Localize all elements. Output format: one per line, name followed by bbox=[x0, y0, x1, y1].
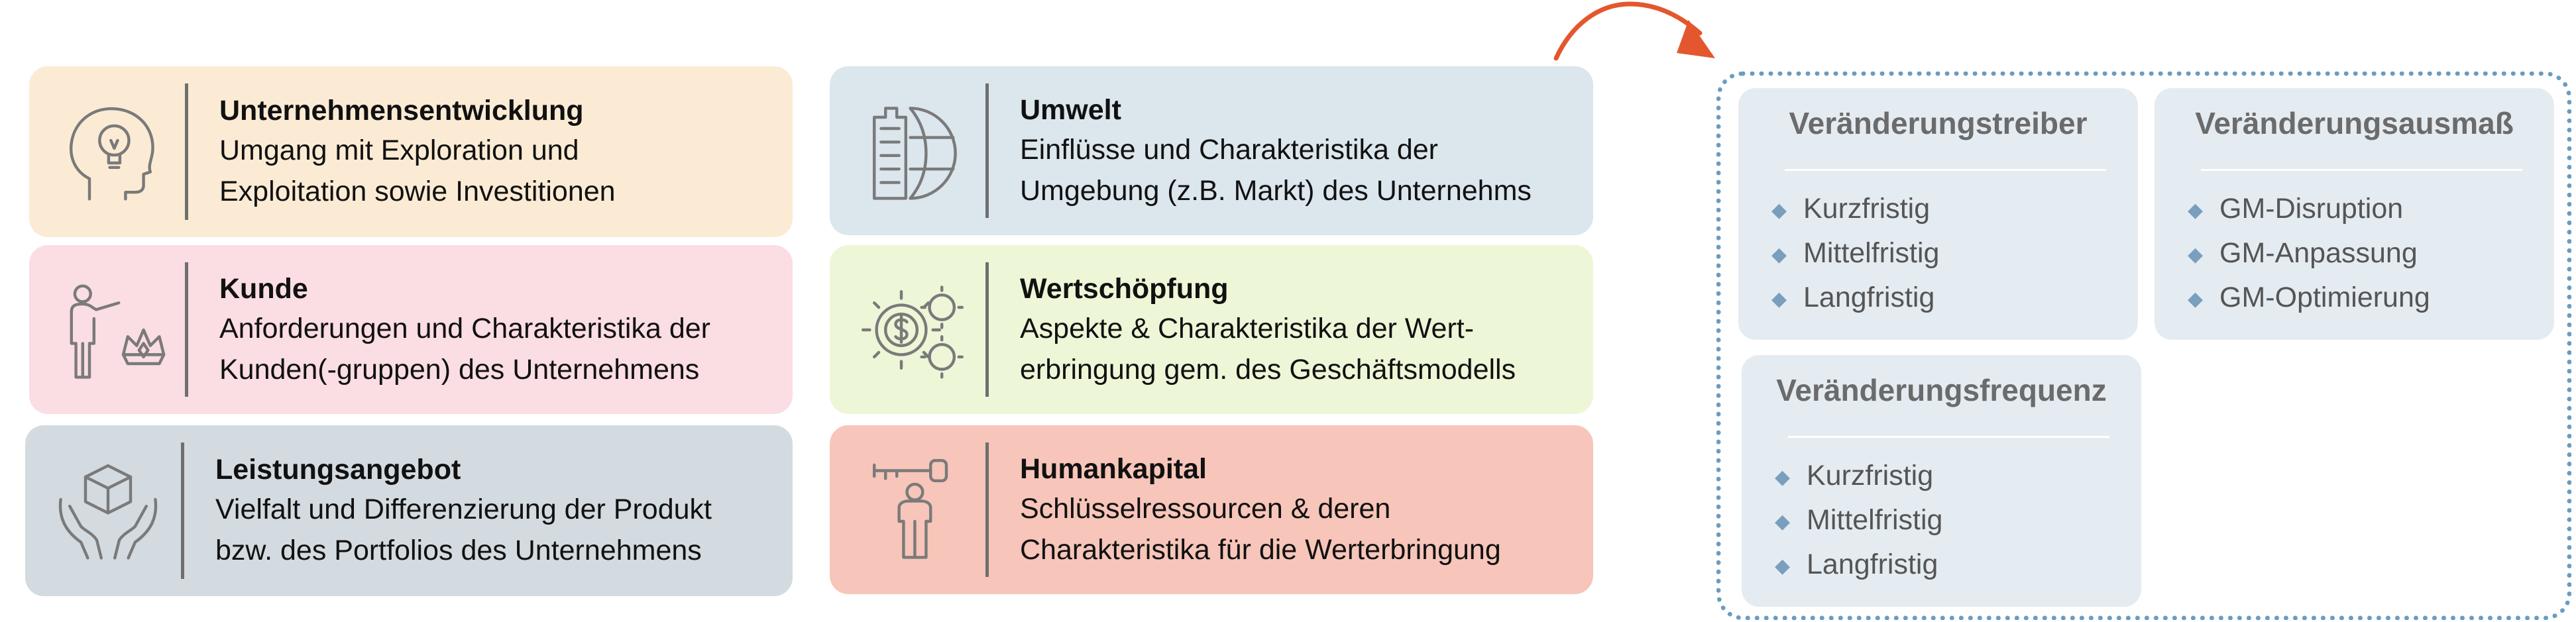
curved-arrow-icon bbox=[1553, 1, 1715, 61]
card-description-line: Umgang mit Exploration und bbox=[219, 134, 579, 166]
card-divider bbox=[185, 262, 188, 397]
card-divider bbox=[185, 83, 188, 220]
card-description-line: Vielfalt und Differenzierung der Produkt bbox=[215, 493, 712, 525]
card-description-line: Anforderungen und Charakteristika der bbox=[219, 312, 710, 344]
bullet-icon: ◆ bbox=[1771, 244, 1787, 266]
card-title: Umwelt bbox=[1020, 93, 1121, 126]
hands-box-icon bbox=[52, 454, 164, 567]
list-item: ◆Langfristig bbox=[1775, 543, 1942, 588]
list-item: ◆Kurzfristig bbox=[1775, 454, 1942, 499]
card-divider bbox=[181, 442, 184, 579]
card-description-line: Kunden(-gruppen) des Unternehmens bbox=[219, 353, 700, 386]
panel-title: Veränderungstreiber bbox=[1789, 106, 2088, 140]
panel-list: ◆Kurzfristig ◆Mittelfristig ◆Langfristig bbox=[1771, 187, 1939, 321]
bullet-icon: ◆ bbox=[1775, 511, 1791, 533]
card-description-line: Umgebung (z.B. Markt) des Unternehms bbox=[1020, 174, 1532, 207]
bullet-icon: ◆ bbox=[1771, 199, 1787, 222]
card-title: Unternehmensentwicklung bbox=[219, 95, 584, 127]
gears-dollar-icon bbox=[856, 274, 969, 386]
panel-veraenderungstreiber: Veränderungstreiber ◆Kurzfristig ◆Mittel… bbox=[1738, 88, 2138, 340]
card-description-line: bzw. des Portfolios des Unternehmens bbox=[215, 535, 702, 566]
card-humankapital: Humankapital Schlüsselressourcen & deren… bbox=[830, 425, 1593, 594]
card-divider bbox=[985, 262, 989, 397]
card-title: Wertschöpfung bbox=[1020, 272, 1229, 305]
card-wertschoepfung: Wertschöpfung Aspekte & Charakteristika … bbox=[830, 245, 1593, 414]
card-umwelt: Umwelt Einflüsse und Charakteristika der… bbox=[830, 66, 1593, 235]
panel-veraenderungsausmass: Veränderungsausmaß ◆GM-Disruption ◆GM-An… bbox=[2155, 88, 2554, 340]
person-key-icon bbox=[856, 454, 969, 566]
panel-divider bbox=[1785, 169, 2106, 171]
change-dimensions-box bbox=[1716, 72, 2571, 620]
card-description-line: Einflüsse und Charakteristika der bbox=[1020, 133, 1438, 166]
list-item: ◆Mittelfristig bbox=[1775, 499, 1942, 543]
card-leistungsangebot: Leistungsangebot Vielfalt und Differenzi… bbox=[25, 425, 793, 596]
card-description-line: Exploitation sowie Investitionen bbox=[219, 176, 616, 207]
card-title: Leistungsangebot bbox=[215, 454, 461, 486]
panel-list: ◆GM-Disruption ◆GM-Anpassung ◆GM-Optimie… bbox=[2188, 187, 2430, 321]
card-title: Kunde bbox=[219, 272, 308, 305]
card-description-line: Aspekte & Charakteristika der Wert- bbox=[1020, 312, 1475, 344]
panel-veraenderungsfrequenz: Veränderungsfrequenz ◆Kurzfristig ◆Mitte… bbox=[1742, 355, 2141, 607]
lightbulb-head-icon bbox=[56, 95, 168, 208]
bullet-icon: ◆ bbox=[2188, 199, 2204, 222]
card-divider bbox=[985, 442, 989, 577]
panel-title: Veränderungsausmaß bbox=[2195, 106, 2514, 140]
panel-divider bbox=[1788, 436, 2109, 438]
list-item: ◆Langfristig bbox=[1771, 276, 1939, 321]
bullet-icon: ◆ bbox=[1775, 555, 1791, 578]
card-description-line: Schlüsselressourcen & deren bbox=[1020, 492, 1391, 525]
globe-building-icon bbox=[856, 95, 969, 207]
list-item: ◆Mittelfristig bbox=[1771, 232, 1939, 276]
panel-list: ◆Kurzfristig ◆Mittelfristig ◆Langfristig bbox=[1775, 454, 1942, 588]
customer-crown-icon bbox=[56, 274, 168, 386]
card-title: Humankapital bbox=[1020, 452, 1207, 485]
card-description-line: Charakteristika für die Werterbringung bbox=[1020, 533, 1501, 566]
card-unternehmensentwicklung: Unternehmensentwicklung Umgang mit Explo… bbox=[29, 66, 793, 237]
bullet-icon: ◆ bbox=[1771, 288, 1787, 311]
card-kunde: Kunde Anforderungen und Charakteristika … bbox=[29, 245, 793, 414]
panel-divider bbox=[2201, 169, 2522, 171]
card-description-line: erbringung gem. des Geschäftsmodells bbox=[1020, 353, 1516, 386]
list-item: ◆GM-Anpassung bbox=[2188, 232, 2430, 276]
card-divider bbox=[985, 83, 989, 218]
bullet-icon: ◆ bbox=[2188, 288, 2204, 311]
bullet-icon: ◆ bbox=[1775, 466, 1791, 489]
list-item: ◆GM-Optimierung bbox=[2188, 276, 2430, 321]
panel-title: Veränderungsfrequenz bbox=[1776, 373, 2107, 407]
bullet-icon: ◆ bbox=[2188, 244, 2204, 266]
list-item: ◆GM-Disruption bbox=[2188, 187, 2430, 232]
list-item: ◆Kurzfristig bbox=[1771, 187, 1939, 232]
